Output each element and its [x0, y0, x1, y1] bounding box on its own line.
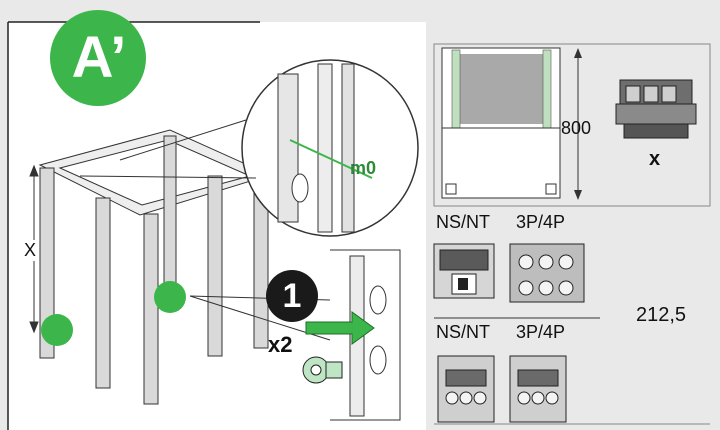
quantity-label: x2: [268, 332, 293, 357]
section1-label-3p4p: 3P/4P: [516, 212, 566, 232]
green-marker-dot: [41, 314, 73, 346]
detail-zoom-circle: [79, 59, 419, 237]
section1-label-ns-nt: NS/NT: [436, 212, 490, 232]
section2-label-3p4p: 3P/4P: [516, 322, 566, 342]
green-marker-dot: [154, 281, 186, 313]
dimension-variable: x: [649, 148, 661, 170]
insert-arrow-icon: [305, 311, 375, 345]
top-dimension-label: 800: [561, 118, 592, 138]
cabinet-front-view: [441, 47, 582, 200]
frame-structure: [29, 129, 272, 405]
height-dimension-label: X: [24, 240, 37, 261]
section2-label-ns-nt: NS/NT: [436, 322, 490, 342]
3p4p-switch-icon: [509, 355, 567, 423]
ns-nt-breaker-icon: [433, 243, 495, 299]
step-number: 1: [282, 277, 302, 315]
step-badge-circle: [50, 10, 146, 106]
clip-nut-icon: [302, 356, 343, 384]
step-badge: A’: [71, 25, 127, 90]
3p4p-breaker-icon: [509, 243, 585, 303]
dimension-value: 212,5: [636, 304, 687, 326]
zoom-label: m0: [350, 158, 377, 178]
ns-nt-switch-icon: [437, 355, 495, 423]
step-number-circle: [266, 270, 318, 322]
connection-block-icon: [615, 79, 697, 139]
